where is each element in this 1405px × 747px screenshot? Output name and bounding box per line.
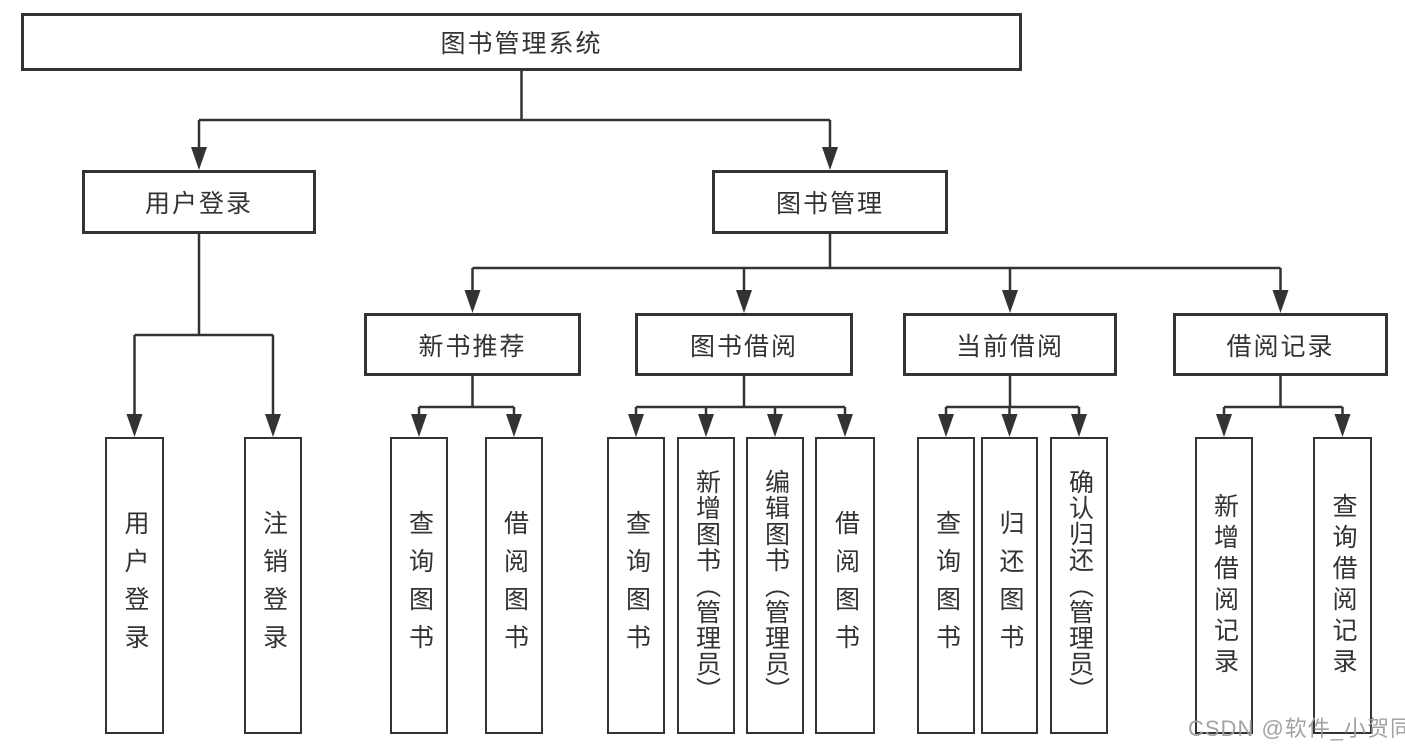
leaf-query-borrow-record-label: 查询借阅记录 [1329, 492, 1357, 679]
node-new-book-recommend: 新书推荐 [364, 313, 581, 376]
leaf-query-books-current: 查询图书 [917, 437, 975, 734]
leaf-logout-label: 注销登录 [259, 509, 288, 662]
node-book-borrowing: 图书借阅 [635, 313, 853, 376]
csdn-watermark: CSDN @软件_小贺同学 [1188, 716, 1405, 741]
leaf-add-book-admin: 新增图书（管理员） [677, 437, 735, 734]
leaf-user-login: 用户登录 [105, 437, 164, 734]
node-current-borrowing: 当前借阅 [903, 313, 1117, 376]
node-borrow-records: 借阅记录 [1173, 313, 1388, 376]
node-book-management: 图书管理 [712, 170, 948, 234]
leaf-add-borrow-record: 新增借阅记录 [1195, 437, 1253, 734]
node-new-book-recommend-label: 新书推荐 [418, 332, 527, 361]
arrowheads [126, 147, 1351, 437]
leaf-add-book-admin-label: 新增图书（管理员） [692, 468, 721, 703]
node-book-management-label: 图书管理 [775, 190, 884, 218]
leaf-query-books-borrowing-label: 查询图书 [622, 509, 651, 662]
leaf-return-book-label: 归还图书 [996, 509, 1024, 662]
leaf-borrow-books-recommend-label: 借阅图书 [500, 509, 529, 662]
leaf-query-books-borrowing: 查询图书 [607, 437, 665, 734]
node-current-borrowing-label: 当前借阅 [955, 332, 1064, 361]
leaf-confirm-return-admin: 确认归还（管理员） [1050, 437, 1108, 734]
node-book-borrowing-label: 图书借阅 [689, 332, 798, 361]
node-user-login: 用户登录 [82, 170, 316, 234]
node-borrow-records-label: 借阅记录 [1226, 332, 1335, 361]
leaf-query-books-current-label: 查询图书 [932, 509, 961, 662]
node-user-login-label: 用户登录 [144, 190, 253, 218]
leaf-edit-book-admin: 编辑图书（管理员） [746, 437, 804, 734]
leaf-query-books-recommend: 查询图书 [390, 437, 448, 734]
leaf-add-borrow-record-label: 新增借阅记录 [1210, 492, 1239, 679]
leaf-logout: 注销登录 [244, 437, 302, 734]
leaf-borrow-books-borrowing-label: 借阅图书 [831, 509, 860, 662]
leaf-borrow-books-borrowing: 借阅图书 [815, 437, 875, 734]
leaf-return-book: 归还图书 [981, 437, 1038, 734]
leaf-confirm-return-admin-label: 确认归还（管理员） [1065, 468, 1094, 703]
leaf-query-books-recommend-label: 查询图书 [405, 509, 434, 662]
leaf-borrow-books-recommend: 借阅图书 [485, 437, 543, 734]
node-library-system: 图书管理系统 [21, 13, 1022, 71]
leaf-query-borrow-record: 查询借阅记录 [1313, 437, 1372, 734]
node-library-system-label: 图书管理系统 [440, 30, 603, 58]
leaf-user-login-label: 用户登录 [121, 509, 149, 662]
leaf-edit-book-admin-label: 编辑图书（管理员） [761, 468, 790, 703]
